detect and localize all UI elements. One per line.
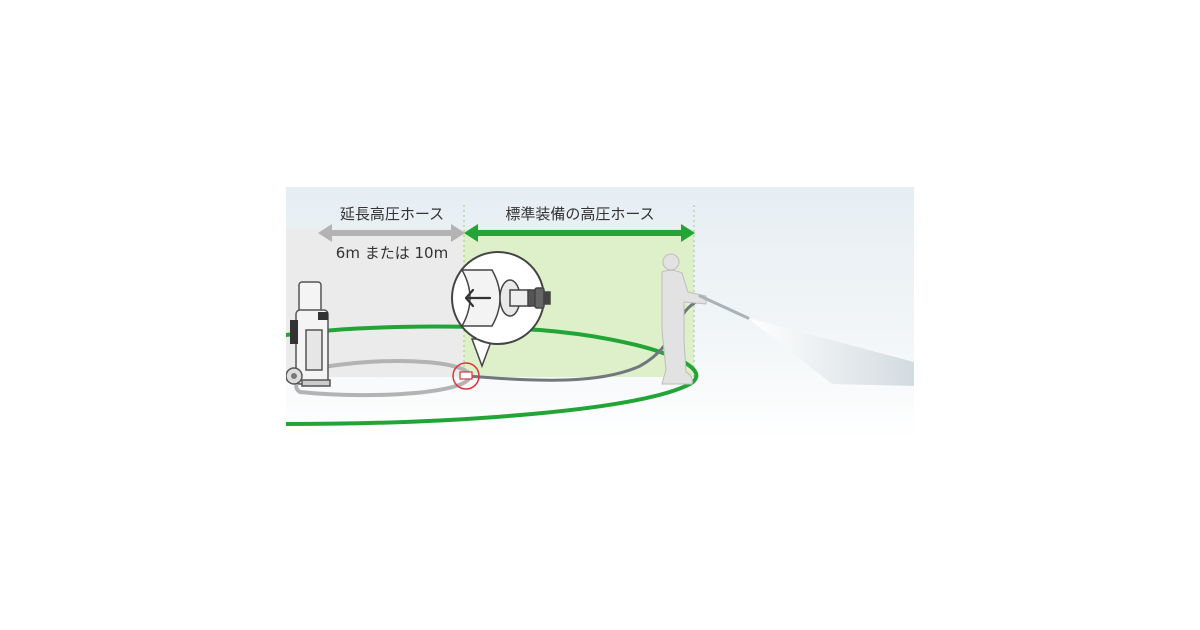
extension-length-label: 6m または 10m [336, 244, 448, 262]
person-spraying-icon [661, 253, 707, 385]
pressure-washer-icon [286, 281, 331, 387]
extension-hose-label: 延長高圧ホース [340, 205, 444, 223]
standard-span-arrow [464, 224, 695, 242]
hose-connector-icon [460, 269, 551, 327]
standard-hose-label: 標準装備の高圧ホース [505, 205, 654, 223]
hose-coupling [459, 371, 473, 380]
extension-span-arrow [318, 224, 465, 242]
spray-lance [698, 294, 750, 320]
standard-hose [286, 324, 699, 426]
connection-point-highlight [452, 362, 480, 390]
water-spray [748, 318, 914, 386]
